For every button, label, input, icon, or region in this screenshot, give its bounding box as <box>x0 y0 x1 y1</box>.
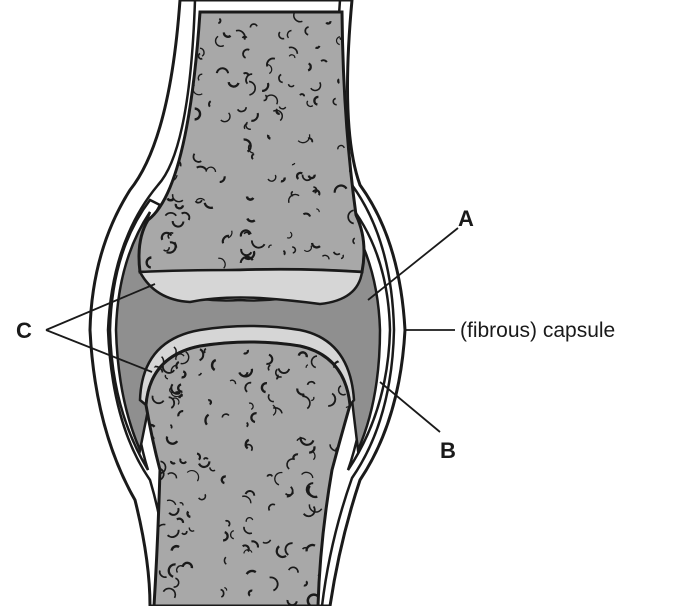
lower-bone <box>146 342 350 606</box>
bone-pore <box>350 104 360 109</box>
bone-pore <box>152 67 159 69</box>
bone-pore <box>164 28 168 34</box>
bone-pore <box>147 134 154 138</box>
bone-pore <box>151 60 158 63</box>
bone-pore <box>350 30 360 39</box>
bone-pore <box>163 15 170 19</box>
label-b: B <box>440 438 456 463</box>
bone-pore <box>146 100 155 107</box>
bone-pore <box>165 51 170 60</box>
bone-pore <box>343 565 346 569</box>
bone-pore <box>162 68 167 70</box>
bone-pore <box>335 592 338 600</box>
bone-pore <box>354 57 357 60</box>
bone-pore <box>345 533 354 545</box>
bone-pore <box>345 585 349 592</box>
bone-pore <box>158 77 165 82</box>
upper-cartilage <box>140 269 362 304</box>
label-capsule: (fibrous) capsule <box>460 319 615 342</box>
bone-pore <box>169 15 172 19</box>
label-a: A <box>458 206 474 231</box>
label-c: C <box>16 318 32 343</box>
bone-pore <box>167 65 169 70</box>
